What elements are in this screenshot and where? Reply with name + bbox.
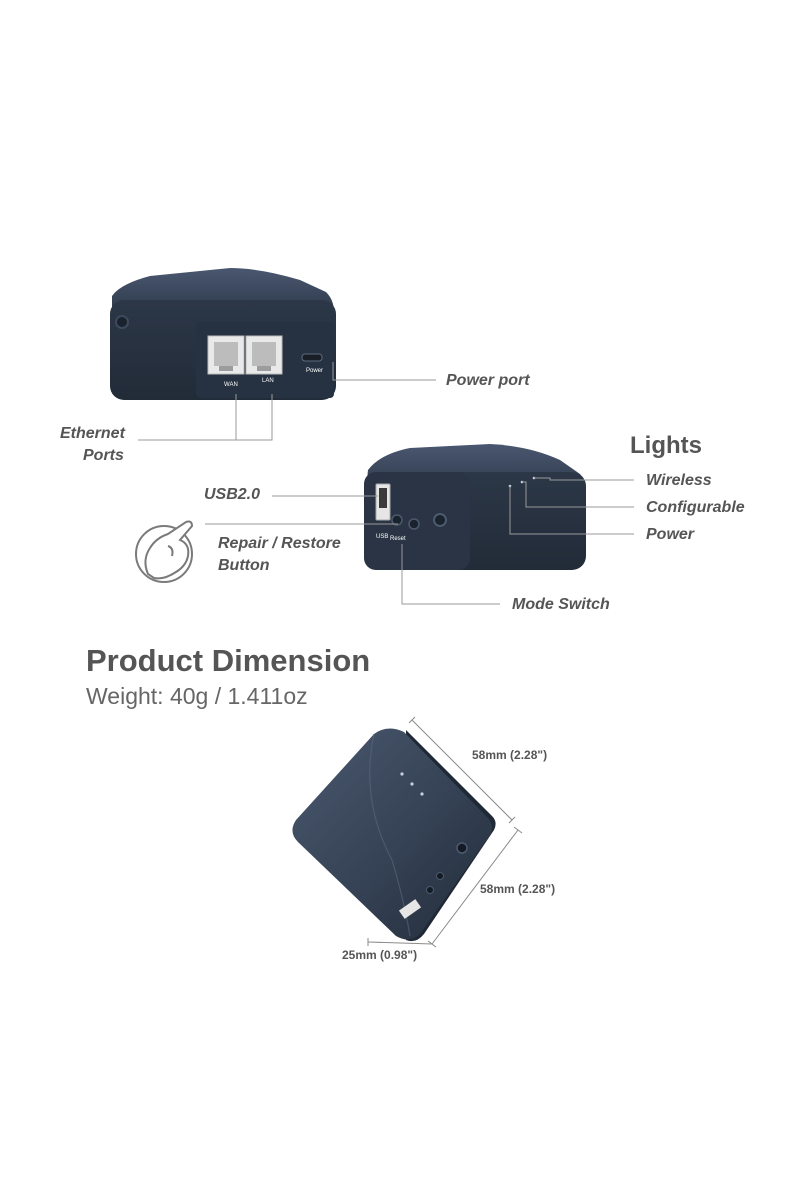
callout-ethernet-line1: Ethernet [60, 425, 125, 442]
dimension-weight: Weight: 40g / 1.411oz [86, 683, 308, 709]
callout-light-power: Power [646, 526, 695, 543]
finger-press-icon [135, 520, 194, 583]
usb-port-label: USB [376, 534, 388, 540]
callout-usb: USB2.0 [204, 486, 261, 503]
reset-button-icon [391, 514, 403, 526]
dimension-lines [367, 716, 523, 948]
power-jack-icon [433, 513, 447, 527]
usb-port-icon-dim [398, 899, 422, 919]
callout-ethernet-line2: Ports [83, 447, 124, 464]
callout-power-port: Power port [446, 372, 530, 389]
measure-depth: 58mm (2.28") [480, 882, 556, 896]
reset-port-label: Reset [390, 536, 406, 542]
callout-mode-switch: Mode Switch [512, 596, 610, 613]
router-front-view: WAN LAN Power [110, 268, 336, 400]
router-side-callout-lines [205, 477, 634, 605]
callout-repair-line1: Repair / Restore [218, 535, 341, 552]
router-side-jack-icon [115, 315, 129, 329]
ethernet-port-wan-icon [207, 335, 245, 375]
lights-title: Lights [630, 432, 702, 459]
router-front-callout-lines [138, 362, 436, 441]
lan-port-label: LAN [262, 378, 274, 384]
power-port-icon [301, 353, 323, 362]
callout-light-wireless: Wireless [646, 472, 712, 489]
wan-port-label: WAN [224, 382, 238, 388]
dimension-title: Product Dimension [86, 643, 371, 678]
power-jack-icon-dim [456, 842, 468, 854]
power-port-label: Power [306, 368, 323, 374]
mode-switch-icon [408, 518, 420, 530]
router-dimension-view [292, 728, 496, 942]
measure-height: 25mm (0.98") [342, 948, 418, 962]
callout-repair-line2: Button [218, 557, 270, 574]
router-diamond-top [292, 728, 492, 940]
router-side-view: USB Reset [364, 444, 586, 570]
measure-width: 58mm (2.28") [472, 748, 548, 762]
callout-light-configurable: Configurable [646, 499, 745, 516]
ethernet-port-lan-icon [245, 335, 283, 375]
